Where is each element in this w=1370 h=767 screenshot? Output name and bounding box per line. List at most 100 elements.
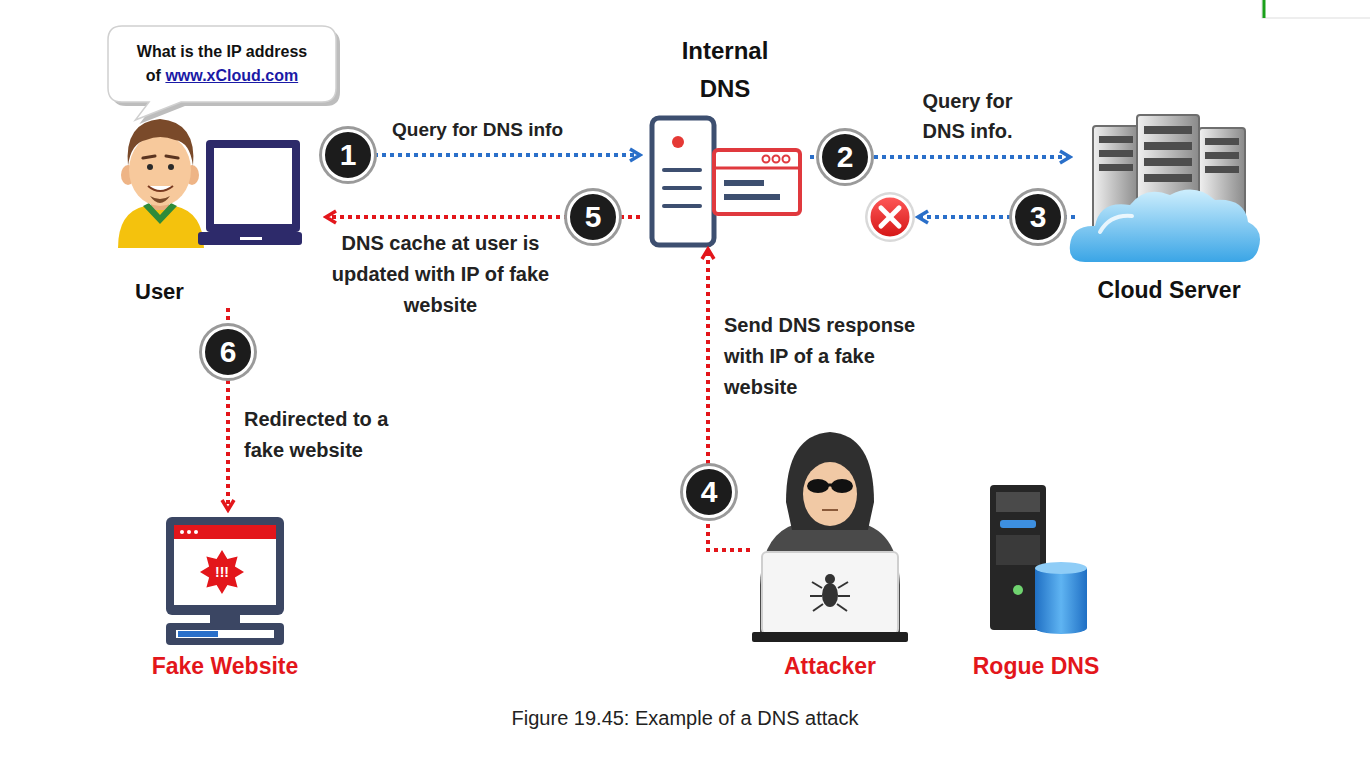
- icon-area: [1070, 110, 1268, 272]
- cloud-server-icon: [1205, 152, 1239, 159]
- callout-number: 3: [1012, 191, 1064, 243]
- cloud-server-icon: [1070, 115, 1260, 262]
- rogue-dns-icon: [990, 485, 1087, 634]
- url-link: www.xCloud.com: [165, 67, 298, 84]
- user-node: User: [115, 118, 326, 306]
- dns-server-icon: [783, 156, 790, 163]
- dns-server-icon: [724, 180, 764, 186]
- dns-server-icon: [714, 167, 800, 170]
- fake-website-icon: [176, 630, 274, 638]
- edge-label: Redirected to a fake website: [244, 404, 419, 466]
- cloud-server-icon: [1099, 150, 1133, 157]
- cloud-server-icon: [1100, 216, 1132, 232]
- cloud-server-icon: [1144, 126, 1192, 134]
- user-figure: [118, 206, 204, 248]
- label-group: User: [115, 278, 326, 306]
- dns-server-icon: [664, 186, 700, 190]
- fake-website-icon: [174, 525, 276, 605]
- fake-website-icon: [210, 615, 240, 623]
- fake-website-icon: [180, 530, 184, 534]
- cloud-server-icon: [1144, 174, 1192, 182]
- dns-server-icon: [664, 168, 700, 172]
- attacker-figure: [752, 632, 908, 642]
- user-laptop: [198, 232, 302, 245]
- callout-number: 2: [819, 131, 871, 183]
- dns-server-icon: [652, 118, 800, 245]
- icon-area: [130, 512, 320, 650]
- user-figure: [148, 186, 173, 191]
- user-figure: [147, 164, 153, 170]
- rogue-dns-icon: [1000, 520, 1036, 528]
- fake-website-icon: [178, 631, 218, 637]
- cloud-server-icon: [1205, 138, 1239, 145]
- attacker-figure: [807, 479, 829, 493]
- node-label: User: [135, 278, 326, 306]
- warning-mark: !!!: [192, 563, 252, 581]
- label-group: Internal DNS: [640, 32, 810, 108]
- rogue-dns-icon: [996, 492, 1040, 512]
- attacker-figure: [838, 595, 850, 597]
- cloud-server-icon: [1144, 158, 1192, 166]
- edge-label: DNS cache at user is updated with IP of …: [318, 228, 563, 321]
- rogue-dns-node: Rogue DNS: [956, 478, 1116, 682]
- attacker-figure: [828, 484, 832, 487]
- attacker-figure: [810, 595, 822, 597]
- dns-server-icon: [652, 118, 714, 245]
- attacker-figure: [822, 583, 838, 607]
- fake-website-icon: [166, 517, 284, 645]
- user-laptop: [198, 140, 302, 245]
- edge-label: Send DNS response with IP of a fake webs…: [724, 310, 939, 403]
- attacker-figure: [838, 582, 848, 588]
- cloud-server-icon: [1099, 136, 1133, 143]
- dns-server-icon: [724, 194, 780, 200]
- attacker-node: Attacker: [750, 425, 910, 682]
- dns-server-icon: [763, 156, 770, 163]
- figure-caption: Figure 19.45: Example of a DNS attack: [0, 704, 1370, 732]
- user-laptop: [206, 140, 300, 232]
- rogue-dns-icon: [1013, 585, 1023, 595]
- fake-website-icon: [187, 530, 191, 534]
- attacker-figure: [812, 582, 822, 588]
- user-figure: [150, 196, 170, 203]
- cloud-server-icon: [1099, 164, 1133, 171]
- edge-label: Query for DNS info.: [905, 86, 1030, 146]
- attacker-figure: [786, 432, 874, 530]
- label-group: Attacker: [750, 650, 910, 682]
- edge-label: Query for DNS info: [392, 116, 622, 144]
- icon-area: [956, 478, 1116, 650]
- corner-tab: [1262, 0, 1370, 18]
- attacker-figure: [803, 462, 857, 526]
- speech-bubble: What is the IP address ofwww.xCloud.com: [108, 26, 336, 102]
- dns-server-icon: [664, 204, 700, 208]
- icon-area: [640, 108, 810, 245]
- node-label: Attacker: [750, 650, 910, 682]
- cloud-server-node: Cloud Server: [1070, 110, 1268, 308]
- user-figure: [129, 134, 191, 206]
- node-label: Internal DNS: [663, 32, 788, 108]
- fake-website-icon: [194, 530, 198, 534]
- rogue-dns-icon: [1035, 562, 1087, 574]
- fake-website-icon: [166, 623, 284, 645]
- user-laptop: [214, 148, 292, 224]
- cloud-server-icon: [1205, 166, 1239, 173]
- user-laptop: [240, 237, 262, 240]
- fake-website-node: Fake Website: [130, 512, 320, 682]
- blocked-response: [865, 192, 1075, 242]
- icon-area: [750, 425, 910, 650]
- callout-number: 4: [683, 466, 735, 518]
- user-figure: [166, 156, 178, 158]
- user-figure: [168, 164, 174, 170]
- fake-website-icon: [174, 525, 276, 539]
- dns-server-icon: [672, 136, 684, 148]
- callout-number: 6: [202, 326, 254, 378]
- attacker-figure: [752, 432, 908, 642]
- corner-tab: [1263, 0, 1266, 18]
- node-label: Cloud Server: [1070, 272, 1268, 308]
- blocked-response: [881, 208, 899, 226]
- corner-tab: [1262, 0, 1370, 18]
- connectors: [228, 155, 1070, 550]
- icon-area: [115, 118, 326, 278]
